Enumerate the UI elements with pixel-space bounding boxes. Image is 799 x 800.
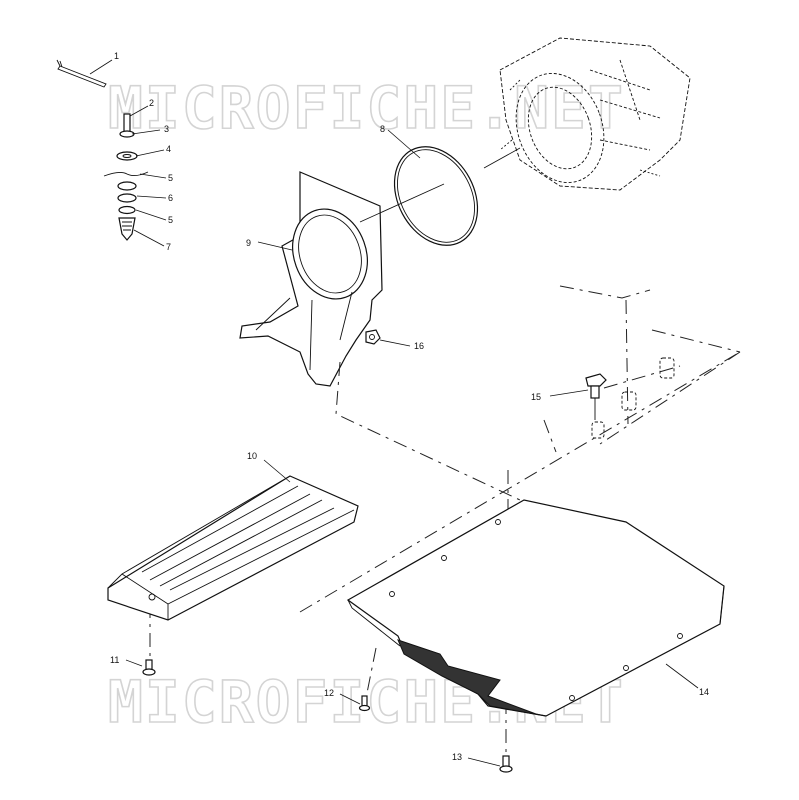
part-8-o-ring (393, 146, 479, 246)
callout-4: 4 (166, 144, 171, 154)
callout-11: 11 (110, 655, 119, 665)
watermark-top: MICROFICHE.NET (108, 74, 625, 142)
callout-12: 12 (324, 688, 334, 698)
part-11-screw (142, 659, 156, 676)
part-14-floor-panel (346, 499, 725, 717)
engine-housing (499, 37, 691, 191)
part-10-footrest (107, 475, 359, 621)
callout-leaders (89, 59, 699, 767)
callout-15: 15 (531, 392, 541, 402)
callout-10: 10 (247, 451, 257, 461)
callout-5b: 5 (168, 215, 173, 225)
part-9-shroud (239, 171, 383, 387)
callout-16: 16 (414, 341, 424, 351)
callout-2: 2 (149, 98, 154, 108)
part-12-screw (358, 695, 371, 712)
callout-5a: 5 (168, 173, 173, 183)
part-15-fitting (585, 373, 607, 420)
callout-8: 8 (380, 124, 385, 134)
part-2-7-fastener-stack (103, 113, 149, 241)
callout-6: 6 (168, 193, 173, 203)
part-16-nut (365, 329, 381, 345)
callout-3: 3 (164, 124, 169, 134)
callout-13: 13 (452, 752, 462, 762)
dashed-frame-reference (543, 285, 741, 453)
callout-14: 14 (699, 687, 709, 697)
callout-7: 7 (166, 242, 171, 252)
part-13-screw (499, 755, 513, 773)
part-1-cable-tie (56, 59, 107, 88)
callout-1: 1 (114, 51, 119, 61)
callout-9: 9 (246, 238, 251, 248)
